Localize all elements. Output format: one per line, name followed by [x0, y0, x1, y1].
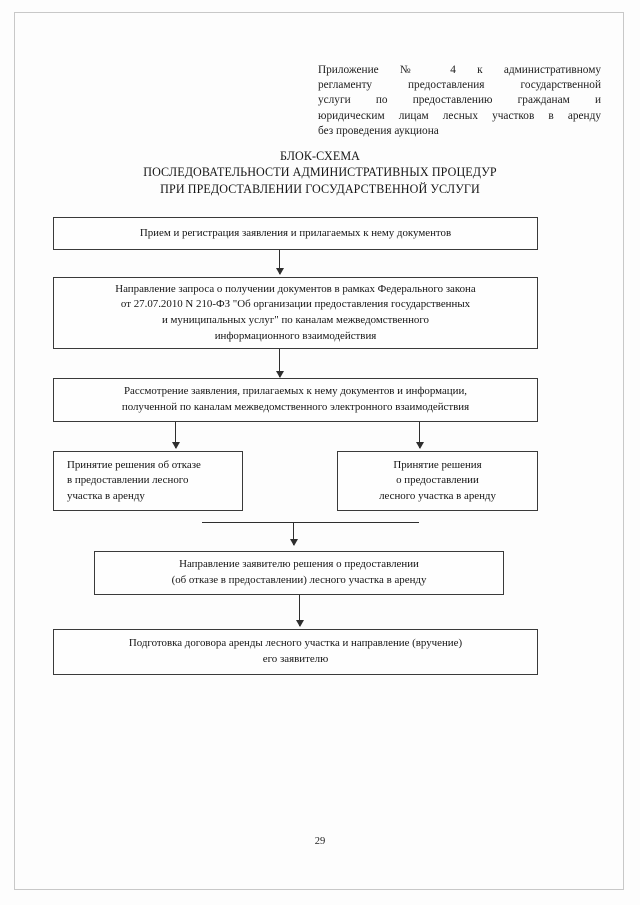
title-line-3: ПРИ ПРЕДОСТАВЛЕНИИ ГОСУДАРСТВЕННОЙ УСЛУГ… — [160, 181, 480, 196]
flow-step-decision-grant-line-1: Принятие решения — [393, 458, 482, 471]
title-line-1: БЛОК-СХЕМА — [279, 149, 361, 163]
flow-step-decision-refusal-line-3: участка в аренду — [67, 489, 145, 502]
arrow-merge-to-notify — [289, 522, 298, 546]
flow-step-notify-applicant: Направление заявителю решения о предоста… — [94, 551, 504, 595]
arrow-review-to-grant — [415, 422, 424, 449]
flow-step-review-line-2: полученной по каналам межведомственного … — [121, 401, 470, 413]
page-border — [14, 12, 624, 890]
header-line-5: без проведения аукциона — [318, 124, 439, 137]
flow-step-decision-refusal-line-2: в предоставлении лесного — [67, 474, 189, 487]
title-line-2: ПОСЛЕДОВАТЕЛЬНОСТИ АДМИНИСТРАТИВНЫХ ПРОЦ… — [143, 165, 497, 180]
arrow-notify-to-contract — [295, 595, 304, 627]
flow-step-decision-refusal: Принятие решения об отказе в предоставле… — [53, 451, 243, 511]
flow-step-prepare-contract-line-1: Подготовка договора аренды лесного участ… — [128, 637, 463, 650]
header-line-2: регламенту предоставления государственно… — [318, 79, 601, 92]
arrow-request-to-review — [275, 349, 284, 378]
arrow-review-to-refusal — [171, 422, 180, 449]
flow-step-interagency-request-line-2: от 27.07.2010 N 210-ФЗ "Об организации п… — [120, 298, 471, 311]
flow-step-notify-applicant-line-1: Направление заявителю решения о предоста… — [179, 558, 419, 571]
flow-step-review: Рассмотрение заявления, прилагаемых к не… — [53, 378, 538, 422]
flow-step-decision-grant: Принятие решения о предоставлении лесног… — [337, 451, 538, 511]
page-number: 29 — [314, 836, 326, 847]
appendix-reference-header: Приложение № 4 к административному регла… — [318, 63, 601, 139]
flow-step-prepare-contract: Подготовка договора аренды лесного участ… — [53, 629, 538, 675]
header-line-4: юридическим лицам лесных участков в арен… — [318, 109, 601, 122]
merge-connector-line — [202, 522, 419, 523]
flow-step-interagency-request-line-4: информационного взаимодействия — [214, 329, 377, 342]
flow-step-interagency-request-line-3: и муниципальных услуг" по каналам межвед… — [161, 314, 429, 326]
flow-step-notify-applicant-line-2: (об отказе в предоставлении) лесного уча… — [171, 574, 427, 586]
flow-step-intake: Прием и регистрация заявления и прилагае… — [53, 217, 538, 250]
document-title: БЛОК-СХЕМА ПОСЛЕДОВАТЕЛЬНОСТИ АДМИНИСТРА… — [60, 148, 580, 197]
flow-step-decision-grant-line-2: о предоставлении — [396, 474, 479, 487]
flow-step-review-line-1: Рассмотрение заявления, прилагаемых к не… — [123, 385, 468, 398]
arrow-intake-to-request — [275, 250, 284, 275]
flow-step-decision-refusal-line-1: Принятие решения об отказе — [67, 458, 201, 471]
flow-step-prepare-contract-line-2: его заявителю — [262, 653, 329, 665]
header-line-3: услуги по предоставлению гражданам и — [318, 94, 601, 107]
flow-step-decision-grant-line-3: лесного участка в аренду — [379, 489, 496, 502]
flow-step-interagency-request: Направление запроса о получении документ… — [53, 277, 538, 349]
flow-step-intake-line-1: Прием и регистрация заявления и прилагае… — [139, 226, 452, 239]
flow-step-interagency-request-line-1: Направление запроса о получении документ… — [115, 282, 476, 295]
header-line-1: Приложение № 4 к административному — [318, 64, 601, 76]
